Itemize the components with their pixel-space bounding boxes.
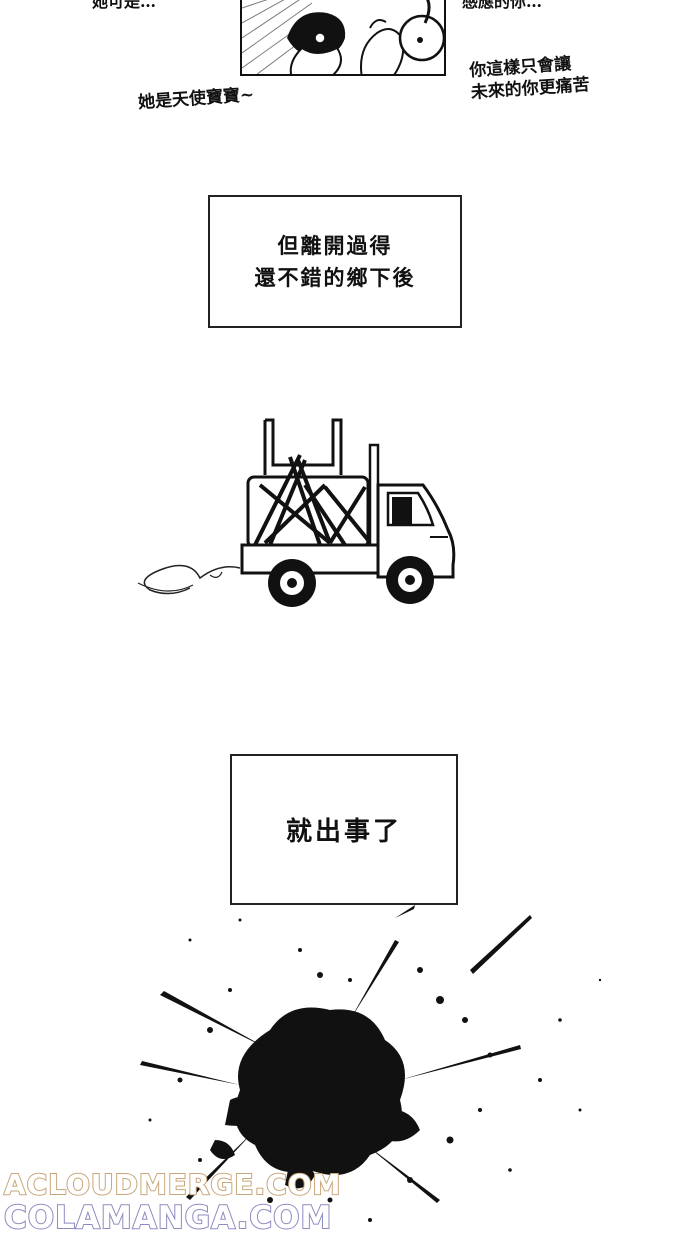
caption-box-incident: 就出事了 [230, 754, 458, 905]
caption-line: 但離開過得 [277, 232, 393, 258]
ink-splatter-icon [120, 880, 640, 1244]
comic-figures-icon [242, 0, 444, 74]
caption-line: 就出事了 [285, 817, 402, 847]
cut-dialogue-right: 感應的你… [462, 0, 543, 11]
comic-panel-top [240, 0, 446, 76]
watermark-acloudmerge: ACLOUDMERGE.COM [3, 1167, 342, 1202]
caption-line: 還不錯的鄉下後 [254, 264, 416, 290]
dialogue-angel-baby: 她是天使寶寶~ [137, 84, 255, 114]
dialogue-future-pain: 你這樣只會讓 未來的你更痛苦 [469, 52, 591, 104]
cut-dialogue-left: 她可是… [92, 0, 157, 11]
watermark-colamanga: COLAMANGA.COM [3, 1199, 333, 1237]
caption-box-leaving: 但離開過得 還不錯的鄉下後 [208, 195, 462, 328]
truck-illustration-icon [130, 405, 480, 619]
